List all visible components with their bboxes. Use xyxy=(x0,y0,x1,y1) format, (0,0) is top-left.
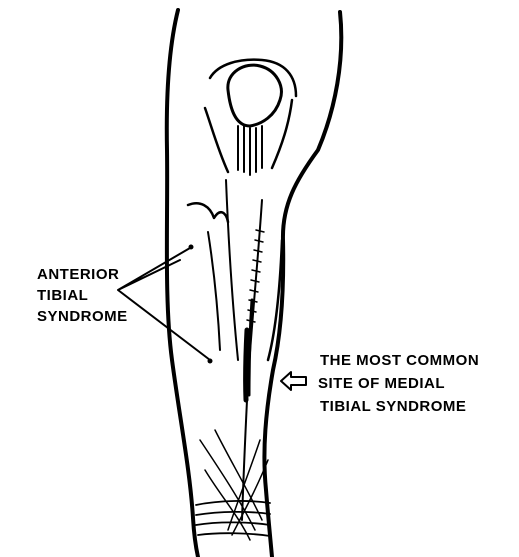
medial-label-line-3: TIBIAL SYNDROME xyxy=(320,399,466,414)
medial-site-shading-2 xyxy=(249,300,252,395)
medial-site-shading xyxy=(246,330,247,400)
medial-label-line-1: THE MOST COMMON xyxy=(320,353,479,368)
knee-contours xyxy=(205,100,292,172)
hollow-arrow-icon xyxy=(281,372,306,390)
leg-left-outline xyxy=(167,10,198,557)
ankle-band xyxy=(196,501,270,536)
anterior-label-line-1: ANTERIOR xyxy=(37,267,119,282)
leg-right-outline xyxy=(264,12,341,557)
anterior-label-line-3: SYNDROME xyxy=(37,309,128,324)
anterior-label-line-2: TIBIAL xyxy=(37,288,88,303)
anterior-marker-lower xyxy=(208,359,213,364)
patellar-tendon-lines xyxy=(238,126,262,175)
muscle-detail-left xyxy=(188,203,228,222)
anterior-marker-upper xyxy=(189,245,194,250)
patella xyxy=(228,65,282,126)
anterior-leader-lines xyxy=(118,248,210,360)
medial-label-line-2: SITE OF MEDIAL xyxy=(318,376,445,391)
muscle-detail-inner xyxy=(208,180,238,360)
